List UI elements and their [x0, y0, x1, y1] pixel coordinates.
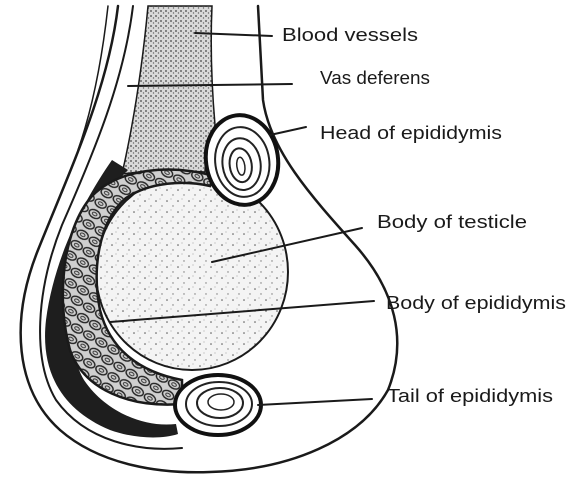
label-vas-deferens: Vas deferens: [320, 68, 430, 88]
label-body-of-testicle: Body of testicle: [377, 212, 527, 232]
label-tail-of-epididymis: Tail of epididymis: [387, 386, 553, 406]
leader-line-tail-of-epididymis: [258, 399, 372, 405]
label-head-of-epididymis: Head of epididymis: [320, 123, 502, 143]
leader-line-head-of-epididymis: [270, 127, 306, 135]
testicle-body: [96, 174, 288, 370]
epididymis-tail: [175, 375, 261, 435]
label-body-of-epididymis: Body of epididymis: [386, 293, 566, 313]
spermatic-cord: [122, 6, 215, 174]
label-blood-vessels: Blood vessels: [282, 25, 418, 45]
